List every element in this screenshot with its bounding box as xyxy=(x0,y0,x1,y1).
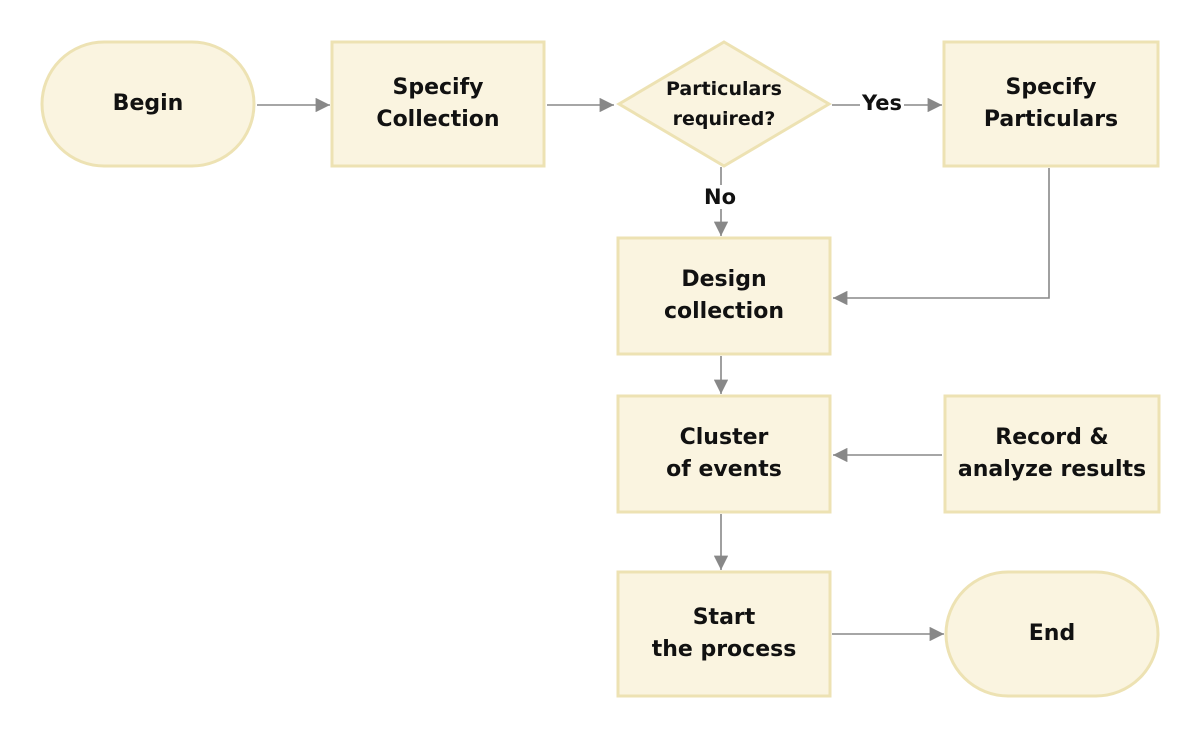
end-label: End xyxy=(1028,621,1076,646)
begin-shape xyxy=(40,40,256,168)
particulars-required-label: Particulars required? xyxy=(665,78,782,130)
record-analyze-label: Record & analyze results xyxy=(957,425,1147,482)
specify-collection-label: Specify Collection xyxy=(376,75,500,132)
specify-particulars-label: Specify Particulars xyxy=(983,75,1119,132)
specify-particulars-shape xyxy=(942,40,1160,168)
edge-label-no: No xyxy=(702,185,739,209)
edge-specify-particulars-to-design-collection xyxy=(833,168,1050,306)
design-collection-shape xyxy=(616,236,832,356)
particulars-required-shape xyxy=(616,40,832,168)
cluster-of-events-shape xyxy=(616,394,832,514)
cluster-of-events-label: Cluster of events xyxy=(666,425,782,482)
record-analyze-shape xyxy=(943,394,1161,514)
end-shape xyxy=(944,570,1160,698)
begin-label: Begin xyxy=(112,91,184,116)
design-collection-label: Design collection xyxy=(663,267,785,324)
start-process-shape xyxy=(616,570,832,698)
start-process-label: Start the process xyxy=(651,605,797,662)
edge-label-yes: Yes xyxy=(860,91,905,115)
specify-collection-shape xyxy=(330,40,546,168)
